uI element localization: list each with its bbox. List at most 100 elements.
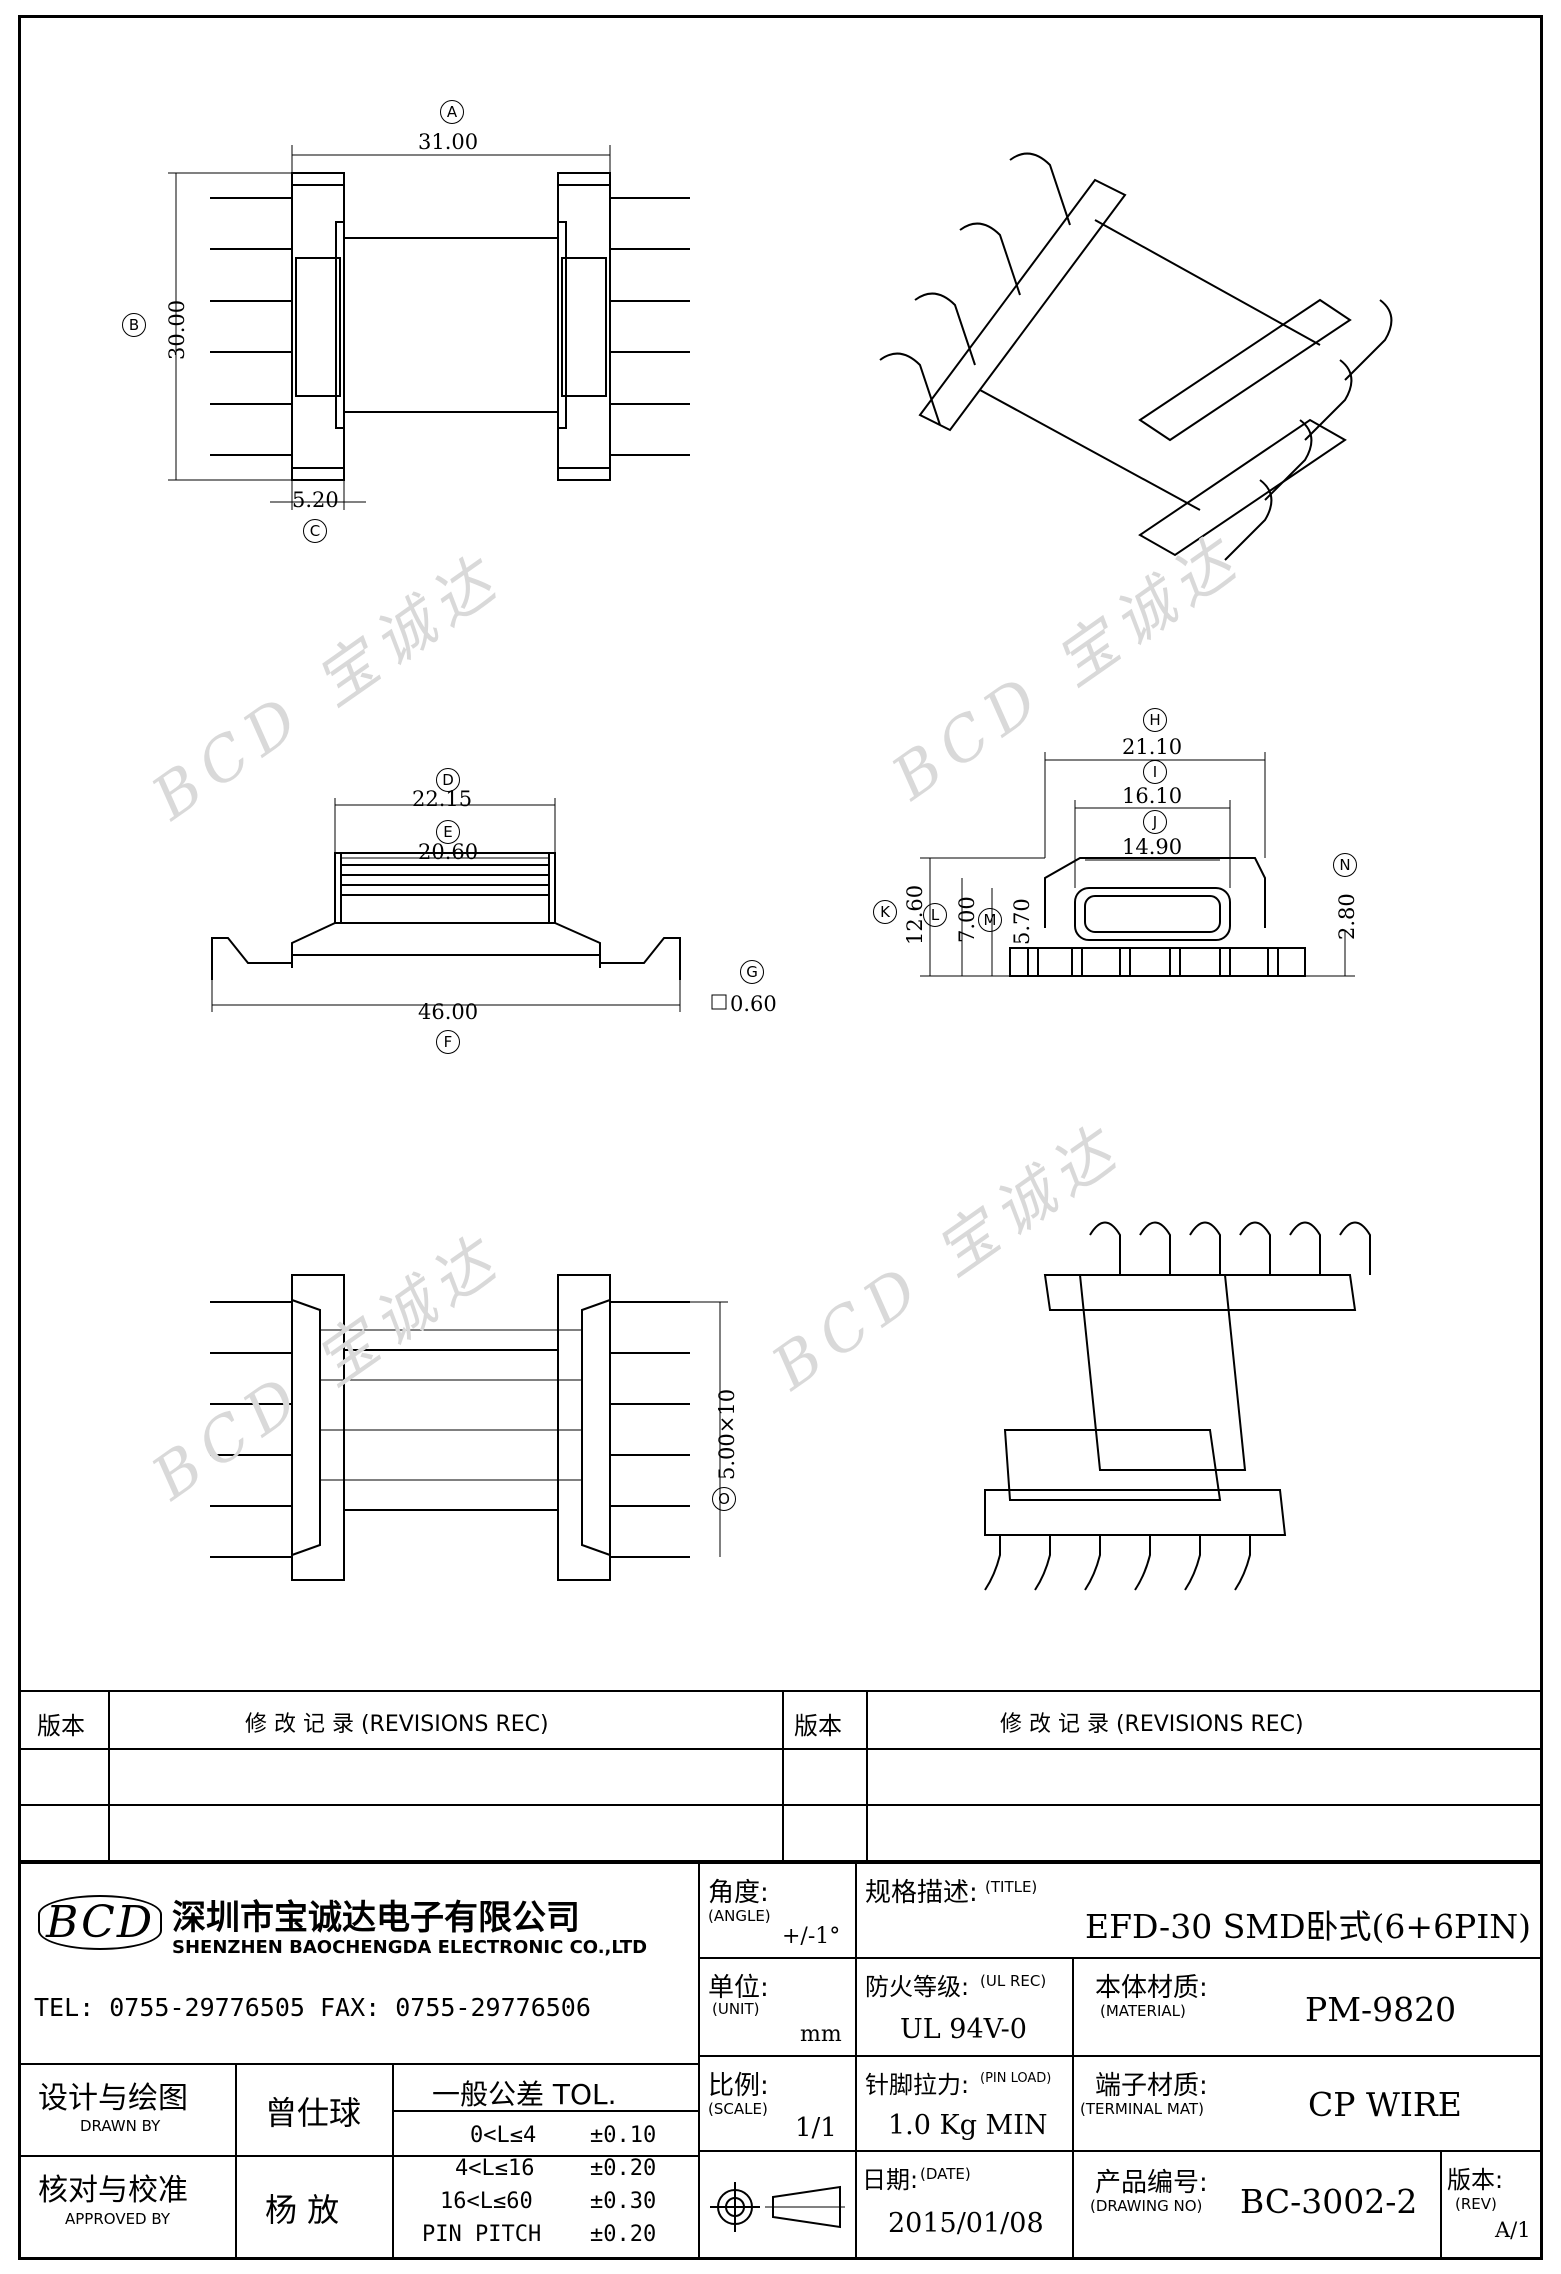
dim-o-marker: O [712, 1487, 736, 1511]
side-view [1009, 857, 1306, 977]
date-label-en: (DATE) [920, 2165, 971, 2183]
tb-line [698, 1957, 1543, 1959]
approved-by: 杨 放 [265, 2191, 340, 2229]
scale-label: 比例: [708, 2071, 769, 2101]
iso-view-1 [879, 152, 1393, 561]
material-label: 本体材质: [1095, 1973, 1208, 2003]
tolerance-value: ±0.20 [590, 2156, 657, 2181]
rev-top-line [18, 1690, 1543, 1692]
material-value: PM-9820 [1305, 1990, 1457, 2029]
rev-records-header-left: 修 改 记 录 (REVISIONS REC) [245, 1712, 549, 1737]
dim-j-marker: J [1143, 810, 1167, 834]
dim-f-marker: F [436, 1030, 460, 1054]
angle-label-en: (ANGLE) [708, 1907, 771, 1925]
projection-symbol-icon [710, 2182, 845, 2232]
title-label: 规格描述: [865, 1878, 978, 1908]
pin-load-label: 针脚拉力: [865, 2071, 970, 2099]
dim-j-value: 14.90 [1122, 835, 1183, 859]
tb-col [1440, 2150, 1442, 2260]
dim-d-value: 22.15 [412, 787, 473, 811]
top-view [210, 172, 690, 481]
rev-label-en: (REV) [1455, 2195, 1497, 2213]
pin-load-label-en: (PIN LOAD) [980, 2071, 1052, 2086]
scale-value: 1/1 [795, 2113, 837, 2143]
dim-k-marker: K [873, 900, 897, 924]
bottom-view [210, 1274, 690, 1581]
ul-label: 防火等级: [865, 1973, 970, 2001]
rev-col [866, 1690, 868, 1860]
company-logo: BCD [38, 1895, 163, 1950]
tolerance-range: 16<L≤60 [440, 2189, 533, 2214]
unit-label: 单位: [708, 1973, 769, 2003]
dim-d-marker: D [436, 768, 460, 792]
dim-g-marker: G [740, 960, 764, 984]
drawn-label: 设计与绘图 [38, 2081, 188, 2116]
date-label: 日期: [862, 2166, 919, 2194]
dim-b-marker: B [122, 313, 146, 337]
drawing-no-label-en: (DRAWING NO) [1090, 2197, 1203, 2215]
company-name-en: SHENZHEN BAOCHENGDA ELECTRONIC CO.,LTD [172, 1937, 648, 1958]
approved-label-en: APPROVED BY [65, 2210, 171, 2228]
rev-line [18, 1804, 1543, 1806]
tb-col [392, 2063, 394, 2260]
dim-e-value: 20.60 [418, 840, 479, 864]
rev-line [18, 1748, 1543, 1750]
front-view [211, 852, 681, 980]
iso-view-2 [984, 1221, 1371, 1591]
pin-load-value: 1.0 Kg MIN [888, 2110, 1048, 2141]
tb-line [392, 2110, 698, 2112]
tolerance-title: 一般公差 TOL. [432, 2078, 617, 2111]
material-label-en: (MATERIAL) [1100, 2002, 1186, 2020]
tolerance-range: PIN PITCH [422, 2222, 542, 2247]
tb-line [18, 2063, 698, 2065]
dim-n-value: 2.80 [1335, 893, 1359, 940]
tb-line [18, 2155, 698, 2157]
rev-records-header-right: 修 改 记 录 (REVISIONS REC) [1000, 1712, 1304, 1737]
drawing-sheet [18, 15, 1543, 2260]
tolerance-value: ±0.10 [590, 2123, 657, 2148]
date-value: 2015/01/08 [888, 2208, 1044, 2239]
tb-col [235, 2063, 237, 2260]
rev-version-header-right: 版本 [794, 1712, 842, 1740]
drawing-no-label: 产品编号: [1095, 2168, 1208, 2198]
dim-h-value: 21.10 [1122, 735, 1183, 759]
drawn-by: 曾仕球 [265, 2094, 362, 2132]
scale-label-en: (SCALE) [708, 2100, 768, 2118]
drawing-no-value: BC-3002-2 [1240, 2182, 1418, 2221]
title-label-en: (TITLE) [985, 1878, 1038, 1896]
dim-i-marker: I [1143, 760, 1167, 784]
dim-l-value: 7.00 [955, 896, 979, 943]
dim-g-value: 0.60 [730, 992, 777, 1016]
tb-line [698, 2150, 1543, 2152]
ul-value: UL 94V-0 [900, 2014, 1027, 2045]
tb-line [18, 1862, 1543, 1864]
approved-label: 核对与校准 [38, 2173, 188, 2208]
company-name-cn: 深圳市宝诚达电子有限公司 [172, 1898, 580, 1938]
drawn-label-en: DRAWN BY [80, 2117, 161, 2135]
dim-c-value: 5.20 [292, 488, 339, 512]
rev-col [782, 1690, 784, 1860]
terminal-label: 端子材质: [1095, 2071, 1208, 2101]
tolerance-value: ±0.30 [590, 2189, 657, 2214]
dim-l-marker: L [923, 903, 947, 927]
angle-value: +/-1° [782, 1924, 841, 1949]
dim-a-marker: A [440, 100, 464, 124]
tolerance-range: 0<L≤4 [470, 2123, 537, 2148]
dim-f-value: 46.00 [418, 1000, 479, 1024]
rev-col [108, 1690, 110, 1860]
angle-label: 角度: [708, 1878, 769, 1908]
drawing-area [168, 145, 1393, 1591]
tb-col [855, 1862, 857, 2260]
rev-value: A/1 [1495, 2218, 1531, 2242]
tb-col [698, 1862, 700, 2260]
terminal-label-en: (TERMINAL MAT) [1080, 2100, 1204, 2118]
tolerance-range: 4<L≤16 [455, 2156, 535, 2181]
tolerance-value: ±0.20 [590, 2222, 657, 2247]
terminal-value: CP WIRE [1308, 2085, 1462, 2124]
dim-h-marker: H [1143, 708, 1167, 732]
dim-n-marker: N [1333, 853, 1357, 877]
dim-c-marker: C [303, 519, 327, 543]
dim-m-marker: M [978, 908, 1002, 932]
dim-m-value: 5.70 [1010, 898, 1034, 945]
dim-o-value: 5.00×10 [715, 1388, 739, 1480]
